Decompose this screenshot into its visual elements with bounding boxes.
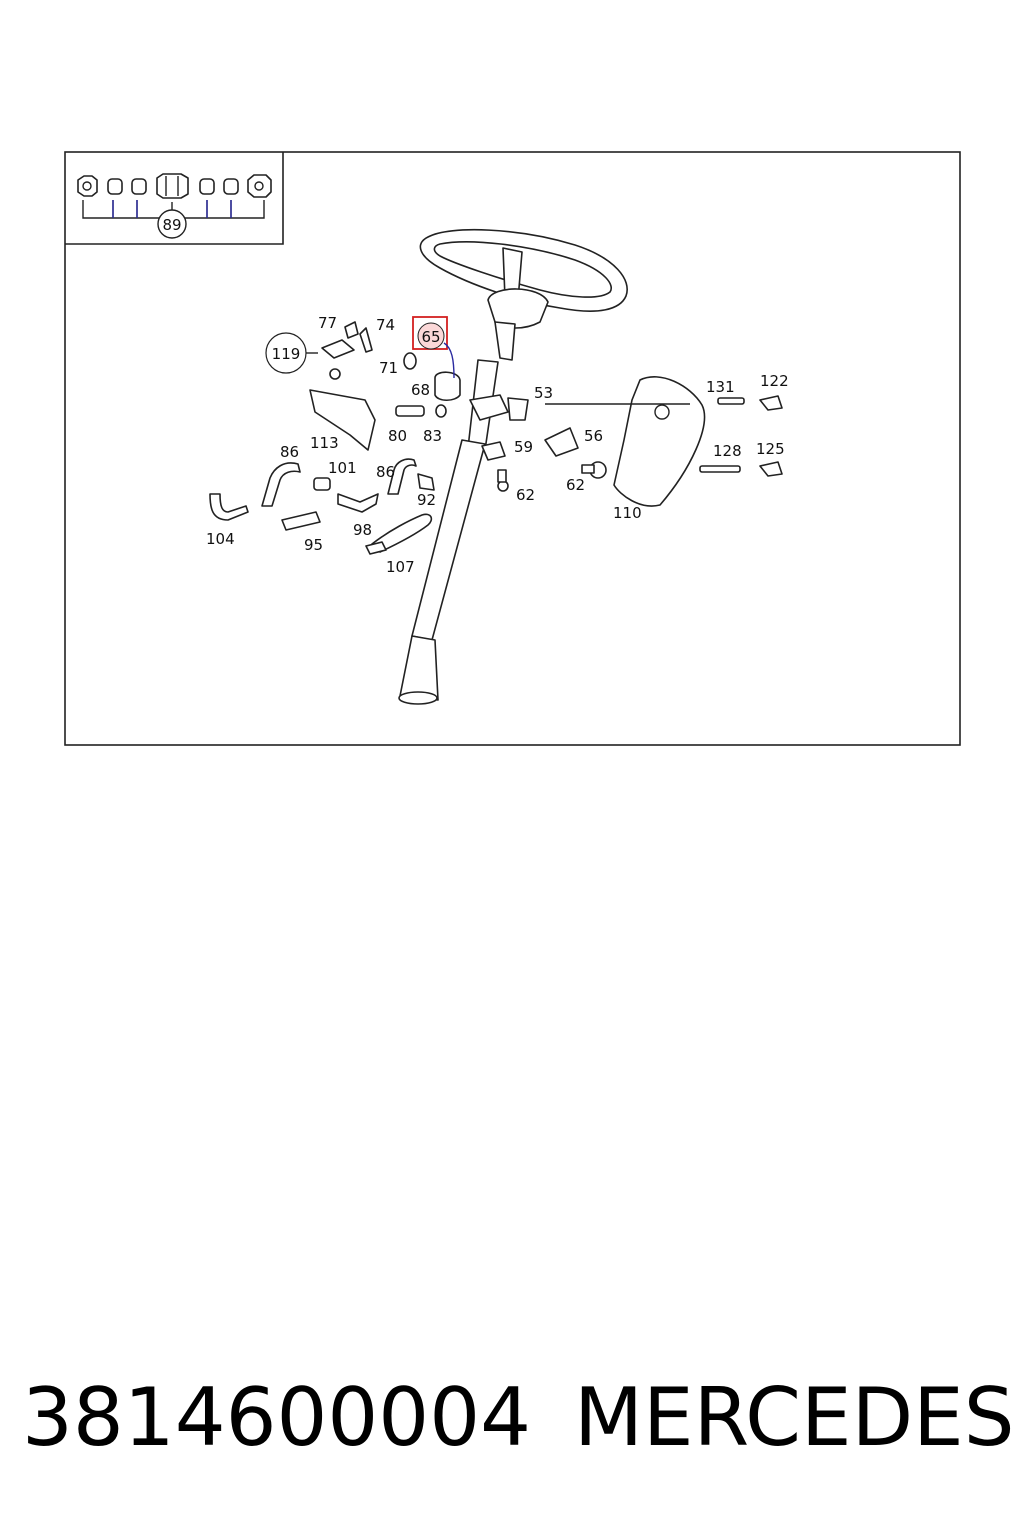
footer: 3814600004 MERCEDES xyxy=(22,1368,1015,1478)
callout-65-circle xyxy=(417,322,445,350)
nut-set-illustration xyxy=(77,173,272,219)
callout-125: 125 xyxy=(756,440,785,458)
callout-107: 107 xyxy=(386,558,415,576)
callout-131: 131 xyxy=(706,378,735,396)
callout-80: 80 xyxy=(388,427,407,445)
part-number: 3814600004 xyxy=(22,1371,531,1464)
diagram-frame xyxy=(64,151,961,746)
callout-62-right: 62 xyxy=(566,476,585,494)
steering-wheel-illustration xyxy=(398,228,628,705)
cover-and-screws xyxy=(544,376,783,507)
callout-101: 101 xyxy=(328,459,357,477)
inset-frame xyxy=(65,152,284,245)
callout-122: 122 xyxy=(760,372,789,390)
callout-92: 92 xyxy=(417,491,436,509)
callout-68: 68 xyxy=(411,381,430,399)
parts-diagram: 89 xyxy=(64,151,961,746)
callout-110: 110 xyxy=(613,504,642,522)
callout-104: 104 xyxy=(206,530,235,548)
callout-77: 77 xyxy=(318,314,337,332)
callout-62-lower: 62 xyxy=(516,486,535,504)
brand-name: MERCEDES xyxy=(574,1371,1015,1464)
callout-128: 128 xyxy=(713,442,742,460)
callout-119: 119 xyxy=(272,345,301,363)
callout-74: 74 xyxy=(376,316,395,334)
callout-86-right: 86 xyxy=(376,463,395,481)
callout-65: 65 xyxy=(421,328,440,346)
callout-98: 98 xyxy=(353,521,372,539)
callout-113: 113 xyxy=(310,434,339,452)
callout-89-circle xyxy=(157,209,187,239)
callout-95: 95 xyxy=(304,536,323,554)
callout-83: 83 xyxy=(423,427,442,445)
callout-53: 53 xyxy=(534,384,553,402)
small-parts-left xyxy=(309,321,529,492)
callout-56: 56 xyxy=(584,427,603,445)
callout-86-left: 86 xyxy=(280,443,299,461)
hoses-illustration xyxy=(209,458,435,555)
callout-59: 59 xyxy=(514,438,533,456)
callout-71: 71 xyxy=(379,359,398,377)
callout-89: 89 xyxy=(162,216,181,234)
